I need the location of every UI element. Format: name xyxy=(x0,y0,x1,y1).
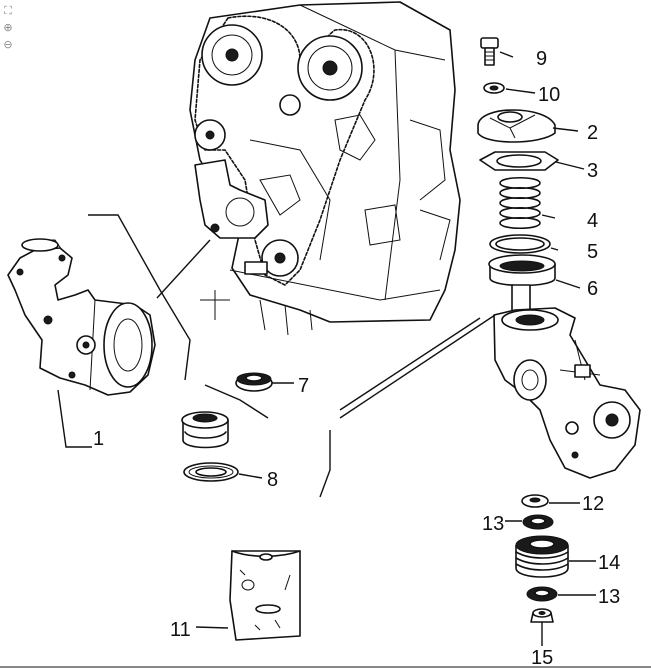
callout-6: 6 xyxy=(587,278,598,300)
part-10-washer xyxy=(483,82,505,94)
callout-7: 7 xyxy=(298,375,309,397)
callout-9: 9 xyxy=(536,48,547,70)
callout-5: 5 xyxy=(587,241,598,263)
part-9-bolt xyxy=(480,37,499,66)
leader-lines xyxy=(57,51,596,646)
part-8-washer xyxy=(183,462,239,482)
part-12-washer xyxy=(521,494,549,508)
oil-seal-housing xyxy=(181,411,229,449)
part-4-spring xyxy=(499,176,541,230)
part-7-seal xyxy=(235,372,273,392)
part-11-gasket-kit xyxy=(229,550,301,641)
part-15-nut xyxy=(530,608,554,623)
callout-12: 12 xyxy=(582,493,604,515)
part-2-cap xyxy=(477,109,556,143)
callout-1: 1 xyxy=(93,428,104,450)
callout-14: 14 xyxy=(598,552,620,574)
part-1-pump-assembly xyxy=(7,238,156,396)
engine-block xyxy=(189,1,461,336)
part-13-washer-upper xyxy=(522,514,554,530)
callout-11: 11 xyxy=(170,619,191,641)
part-6-piston xyxy=(488,254,556,321)
fit-page-icon[interactable]: ⛶ xyxy=(4,3,12,17)
callout-10: 10 xyxy=(538,84,560,106)
pump-housing xyxy=(493,307,641,479)
viewer-toolbar: ⛶ ⊕ ⊖ xyxy=(1,3,17,51)
callout-15: 15 xyxy=(531,647,553,669)
part-13-washer-lower xyxy=(526,586,558,602)
part-5-ring xyxy=(489,234,551,254)
callout-13-upper: 13 xyxy=(482,513,504,535)
part-14-bushing xyxy=(515,535,569,578)
callout-2: 2 xyxy=(587,122,598,144)
callout-13-lower: 13 xyxy=(598,586,620,608)
callout-4: 4 xyxy=(587,210,598,232)
zoom-in-icon[interactable]: ⊕ xyxy=(3,20,13,34)
callout-8: 8 xyxy=(267,469,278,491)
zoom-out-icon[interactable]: ⊖ xyxy=(3,37,13,51)
part-3-gasket xyxy=(479,151,559,171)
callout-3: 3 xyxy=(587,160,598,182)
callout-labels: 1 2 3 4 5 6 7 8 9 10 11 12 13 14 13 15 xyxy=(93,48,620,669)
